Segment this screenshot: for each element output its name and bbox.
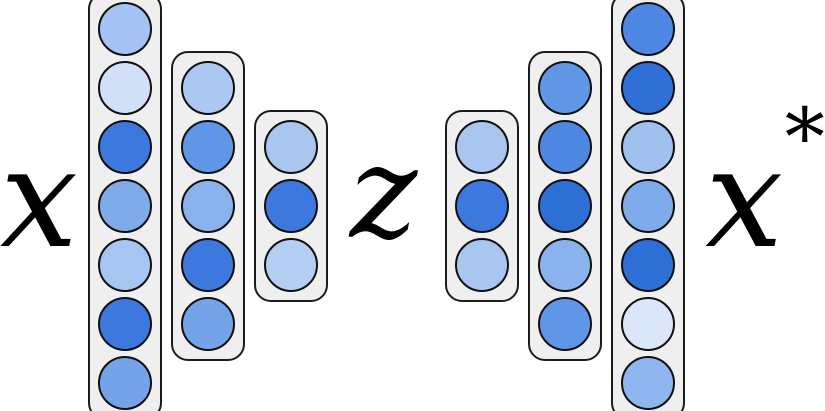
decoder-layer-3-neuron-5 xyxy=(621,237,676,292)
decoder-layer-2-neuron-3 xyxy=(538,178,593,233)
encoder-layer-3 xyxy=(253,109,328,302)
decoder-layers xyxy=(445,0,686,411)
decoder-layer-1-neuron-1 xyxy=(455,119,510,174)
encoder-layer-2-neuron-5 xyxy=(180,296,235,351)
decoder-layer-2 xyxy=(528,50,603,361)
decoder-layer-3-neuron-1 xyxy=(621,1,676,56)
encoder-layers xyxy=(87,0,328,411)
input-label: x xyxy=(0,117,78,279)
output-label-base: x xyxy=(705,117,784,279)
decoder-layer-3 xyxy=(611,0,686,411)
encoder-layer-3-neuron-2 xyxy=(263,178,318,233)
encoder-layer-1-neuron-3 xyxy=(97,119,152,174)
decoder-layer-3-neuron-3 xyxy=(621,119,676,174)
encoder-layer-2-neuron-4 xyxy=(180,237,235,292)
encoder-layer-1-neuron-5 xyxy=(97,237,152,292)
decoder-layer-2-neuron-2 xyxy=(538,119,593,174)
decoder-layer-2-neuron-5 xyxy=(538,296,593,351)
decoder-layer-1-neuron-2 xyxy=(455,178,510,233)
encoder-layer-1-neuron-1 xyxy=(97,1,152,56)
decoder-layer-3-neuron-6 xyxy=(621,296,676,351)
decoder-layer-2-neuron-1 xyxy=(538,60,593,115)
encoder-layer-2-neuron-3 xyxy=(180,178,235,233)
decoder-layer-3-neuron-4 xyxy=(621,178,676,233)
decoder-layer-1 xyxy=(445,109,520,302)
decoder-layer-1-neuron-3 xyxy=(455,237,510,292)
output-label-superscript: * xyxy=(784,90,825,184)
latent-label: z xyxy=(349,118,418,268)
encoder-layer-2-neuron-2 xyxy=(180,119,235,174)
decoder-layer-3-neuron-7 xyxy=(621,355,676,410)
encoder-layer-1-neuron-4 xyxy=(97,178,152,233)
encoder-layer-2-neuron-1 xyxy=(180,60,235,115)
encoder-layer-1-neuron-2 xyxy=(97,60,152,115)
decoder-layer-3-neuron-2 xyxy=(621,60,676,115)
encoder-layer-1-neuron-6 xyxy=(97,296,152,351)
encoder-layer-1-neuron-7 xyxy=(97,355,152,410)
encoder-layer-1 xyxy=(87,0,162,411)
output-label: x* xyxy=(705,97,824,268)
decoder-layer-2-neuron-4 xyxy=(538,237,593,292)
encoder-layer-3-neuron-3 xyxy=(263,237,318,292)
encoder-layer-2 xyxy=(170,50,245,361)
encoder-layer-3-neuron-1 xyxy=(263,119,318,174)
